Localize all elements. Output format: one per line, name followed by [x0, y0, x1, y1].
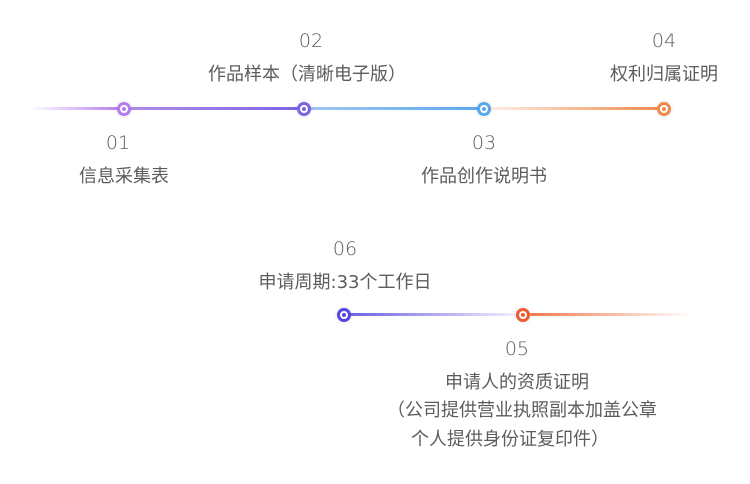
- step-number-06: 06: [332, 238, 358, 260]
- step-node-04: [657, 102, 671, 116]
- step-node-01: [117, 102, 131, 116]
- step-note-05-line2: 个人提供身份证复印件）: [411, 429, 609, 450]
- timeline-segment-3: [310, 107, 484, 110]
- step-number-02: 02: [298, 30, 324, 52]
- step-node-05: [516, 308, 530, 322]
- step-label-04: 权利归属证明: [610, 64, 718, 85]
- step-label-06: 申请周期:33个工作日: [258, 272, 432, 293]
- timeline-segment-4: [490, 107, 664, 110]
- timeline-segment-5: [350, 313, 518, 316]
- timeline-segment-1: [30, 107, 122, 110]
- step-label-01: 信息采集表: [79, 166, 169, 187]
- step-number-05: 05: [504, 338, 530, 360]
- step-label-03: 作品创作说明书: [421, 166, 547, 187]
- timeline-segment-6: [530, 313, 692, 316]
- step-label-02: 作品样本（清晰电子版）: [208, 64, 406, 85]
- step-number-04: 04: [651, 30, 677, 52]
- step-number-01: 01: [105, 132, 131, 154]
- step-note-05-line1: （公司提供营业执照副本加盖公章: [387, 400, 657, 421]
- step-node-02: [297, 102, 311, 116]
- timeline-segment-2: [128, 107, 304, 110]
- step-node-03: [477, 102, 491, 116]
- step-node-06: [337, 308, 351, 322]
- step-number-03: 03: [471, 132, 497, 154]
- step-label-05: 申请人的资质证明: [445, 372, 589, 393]
